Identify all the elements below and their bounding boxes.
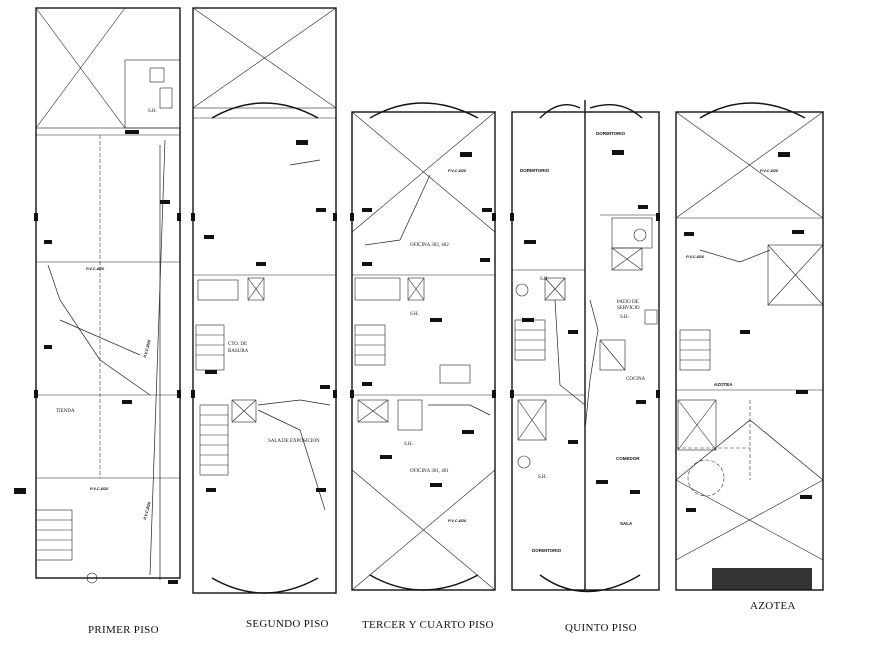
caption-quinto-piso: QUINTO PISO (565, 622, 637, 634)
room-label-sh-5b: S.H. (620, 315, 629, 320)
wire-tag-1: P.V.C.Ø20 (86, 266, 105, 271)
room-label-patio-2: SERVICIO (617, 306, 640, 311)
room-label-sala-exposicion: SALA DE EXPOSICION (268, 439, 320, 444)
room-label-sh-5a: S.H. (540, 277, 549, 282)
wire-tag-az-1: P.V.C.Ø20 (760, 168, 779, 173)
plan-quinto-piso: DORMITORIO DORMITORIO S.H. PATIO DE SERV… (510, 100, 660, 593)
room-label-cto-basura-2: BASURA (228, 349, 249, 354)
plan-tercer-cuarto-piso: S.H. S.H. OFICINA 302, 402 OFICINA 301, … (350, 102, 496, 591)
room-label-tienda: TIENDA (56, 409, 75, 414)
caption-azotea: AZOTEA (750, 600, 796, 612)
room-label-dormitorio-3: DORMITORIO (532, 548, 562, 553)
wire-tag-4: P.V.C.Ø20 (142, 501, 152, 521)
room-label-patio-1: PATIO DE (617, 300, 639, 305)
room-label-dormitorio-2: DORMITORIO (596, 131, 626, 136)
room-label-sala: SALA (620, 521, 633, 526)
room-label-azotea-inner: AZOTEA (714, 382, 733, 387)
room-label-cocina: COCINA (626, 377, 646, 382)
plan-primer-piso: S.H. TIENDA P.V.C.Ø20 P.V.C.Ø20 P.V.C.Ø2… (14, 7, 181, 584)
room-label-sh-5c: S.H. (538, 475, 547, 480)
room-label-comedor: COMEDOR (616, 456, 640, 461)
room-label-oficina-302: OFICINA 302, 402 (410, 243, 449, 248)
room-label-oficina-301: OFICINA 301, 401 (410, 469, 449, 474)
wire-tag-3-1: P.V.C.Ø20 (448, 168, 467, 173)
room-label-sh-3b: S.H. (404, 442, 413, 447)
caption-segundo-piso: SEGUNDO PISO (246, 618, 329, 630)
wire-tag-2: P.V.C.Ø20 (90, 486, 109, 491)
room-label-sh-3a: S.H. (410, 312, 419, 317)
room-label-cto-basura-1: CTO. DE (228, 342, 247, 347)
caption-tercer-cuarto-piso: TERCER Y CUARTO PISO (362, 619, 494, 631)
room-label-dormitorio-1: DORMITORIO (520, 168, 550, 173)
plan-azotea: AZOTEA P.V.C.Ø20 P.V.C.Ø20 (675, 102, 824, 591)
wire-tag-3: P.V.C.Ø20 (142, 339, 152, 359)
room-label-sh-primer: S.H. (148, 109, 157, 114)
wire-tag-3-2: P.V.C.Ø20 (448, 518, 467, 523)
plan-segundo-piso: CTO. DE BASURA SALA DE EXPOSICION (191, 7, 337, 594)
caption-primer-piso: PRIMER PISO (88, 624, 159, 636)
wire-tag-az-2: P.V.C.Ø20 (686, 254, 705, 259)
